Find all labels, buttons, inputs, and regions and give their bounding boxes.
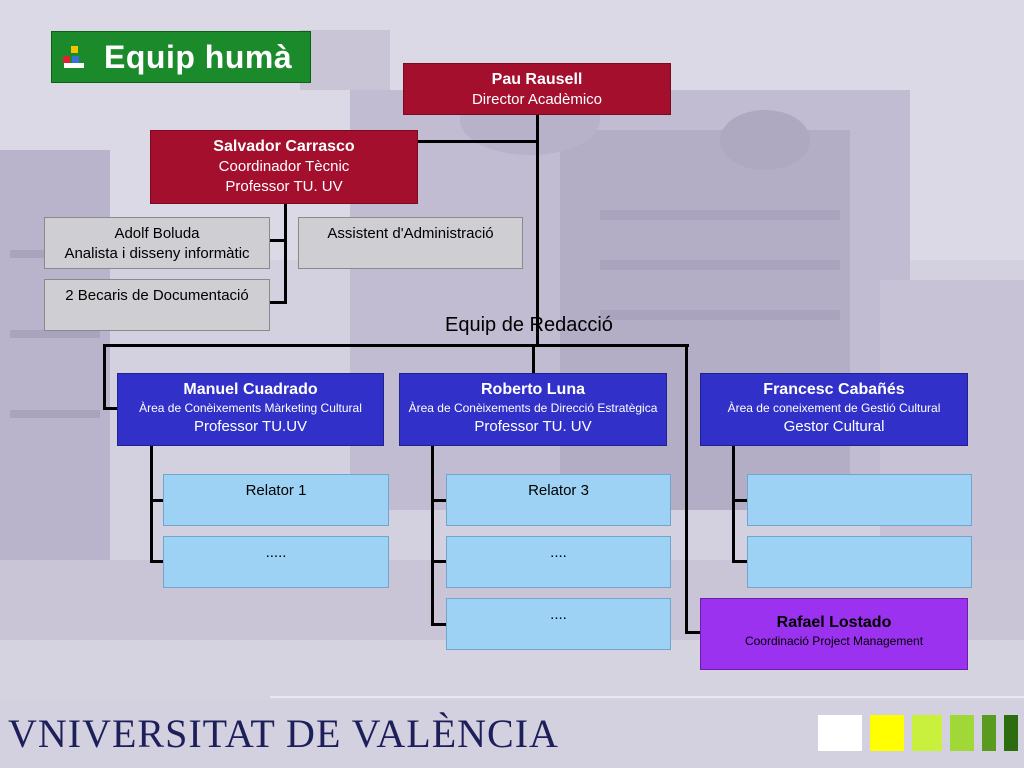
connector	[103, 344, 689, 347]
node-line: Adolf Boluda	[114, 225, 200, 242]
connector	[269, 239, 287, 242]
node-area: Àrea de coneixement de Gestió Cultural	[727, 401, 941, 415]
relator-box: ....	[446, 598, 671, 650]
team-label: Equip de Redacció	[445, 314, 613, 336]
slide-title: Equip humà	[51, 31, 311, 83]
color-square	[982, 715, 996, 751]
org-chart-icon	[62, 45, 86, 69]
connector	[685, 631, 701, 634]
node-name: Salvador Carrasco	[213, 138, 355, 155]
node-line: Assistent d'Administració	[327, 225, 494, 242]
connector	[685, 344, 688, 634]
connector	[431, 623, 446, 626]
connector	[417, 140, 538, 143]
connector	[269, 301, 287, 304]
relator-label: ....	[550, 606, 567, 623]
connector	[532, 344, 535, 374]
connector	[150, 560, 164, 563]
title-text: Equip humà	[104, 38, 293, 75]
relator-box	[747, 474, 972, 526]
node-assistant: Assistent d'Administració	[298, 217, 523, 269]
relator-label: Relator 1	[245, 482, 307, 499]
node-name: Francesc Cabañés	[763, 381, 905, 398]
connector	[431, 446, 434, 626]
node-role: Professor TU.UV	[193, 418, 308, 435]
node-role: Professor TU. UV	[225, 178, 343, 195]
node-role: Gestor Cultural	[783, 418, 885, 435]
connector	[431, 499, 446, 502]
node-francesc: Francesc Cabañés Àrea de coneixement de …	[700, 373, 968, 446]
node-role: Professor TU. UV	[474, 418, 592, 435]
node-role: Director Acadèmico	[471, 91, 603, 108]
connector	[732, 499, 748, 502]
node-analyst: Adolf Boluda Analista i disseny informàt…	[44, 217, 270, 269]
university-logo: VNIVERSITAT DE VALÈNCIA	[8, 711, 559, 756]
color-square	[818, 715, 862, 751]
node-area: Àrea de Conèixements Màrketing Cultural	[139, 401, 362, 415]
relator-box: Relator 1	[163, 474, 389, 526]
connector	[103, 344, 106, 410]
relator-box	[747, 536, 972, 588]
node-line: Analista i disseny informàtic	[64, 245, 250, 262]
node-rafael: Rafael Lostado Coordinació Project Manag…	[700, 598, 968, 670]
connector	[150, 499, 164, 502]
color-square	[950, 715, 974, 751]
node-coordinator: Salvador Carrasco Coordinador Tècnic Pro…	[150, 130, 418, 204]
color-square	[912, 715, 942, 751]
node-name: Pau Rausell	[491, 71, 583, 88]
node-name: Manuel Cuadrado	[183, 381, 318, 398]
node-name: Rafael Lostado	[776, 614, 892, 631]
node-manuel: Manuel Cuadrado Àrea de Conèixements Màr…	[117, 373, 384, 446]
color-square	[1004, 715, 1018, 751]
footer-divider	[270, 696, 1024, 698]
node-area: Àrea de Conèixements de Direcció Estratè…	[408, 401, 658, 415]
node-line: 2 Becaris de Documentació	[65, 287, 249, 304]
connector	[103, 407, 118, 410]
connector	[536, 114, 539, 346]
node-role: Coordinador Tècnic	[218, 158, 350, 175]
relator-label: Relator 3	[528, 482, 589, 499]
connector	[732, 446, 735, 563]
connector	[431, 560, 446, 563]
node-becaris: 2 Becaris de Documentació	[44, 279, 270, 331]
connector	[732, 560, 748, 563]
connector	[284, 203, 287, 303]
relator-box: ....	[446, 536, 671, 588]
node-role: Coordinació Project Management	[744, 634, 924, 648]
color-square	[870, 715, 904, 751]
node-director: Pau Rausell Director Acadèmico	[403, 63, 671, 115]
connector	[150, 446, 153, 563]
relator-box: .....	[163, 536, 389, 588]
node-roberto: Roberto Luna Àrea de Conèixements de Dir…	[399, 373, 667, 446]
relator-label: .....	[265, 544, 287, 561]
relator-box: Relator 3	[446, 474, 671, 526]
node-name: Roberto Luna	[481, 381, 585, 398]
relator-label: ....	[550, 544, 567, 561]
